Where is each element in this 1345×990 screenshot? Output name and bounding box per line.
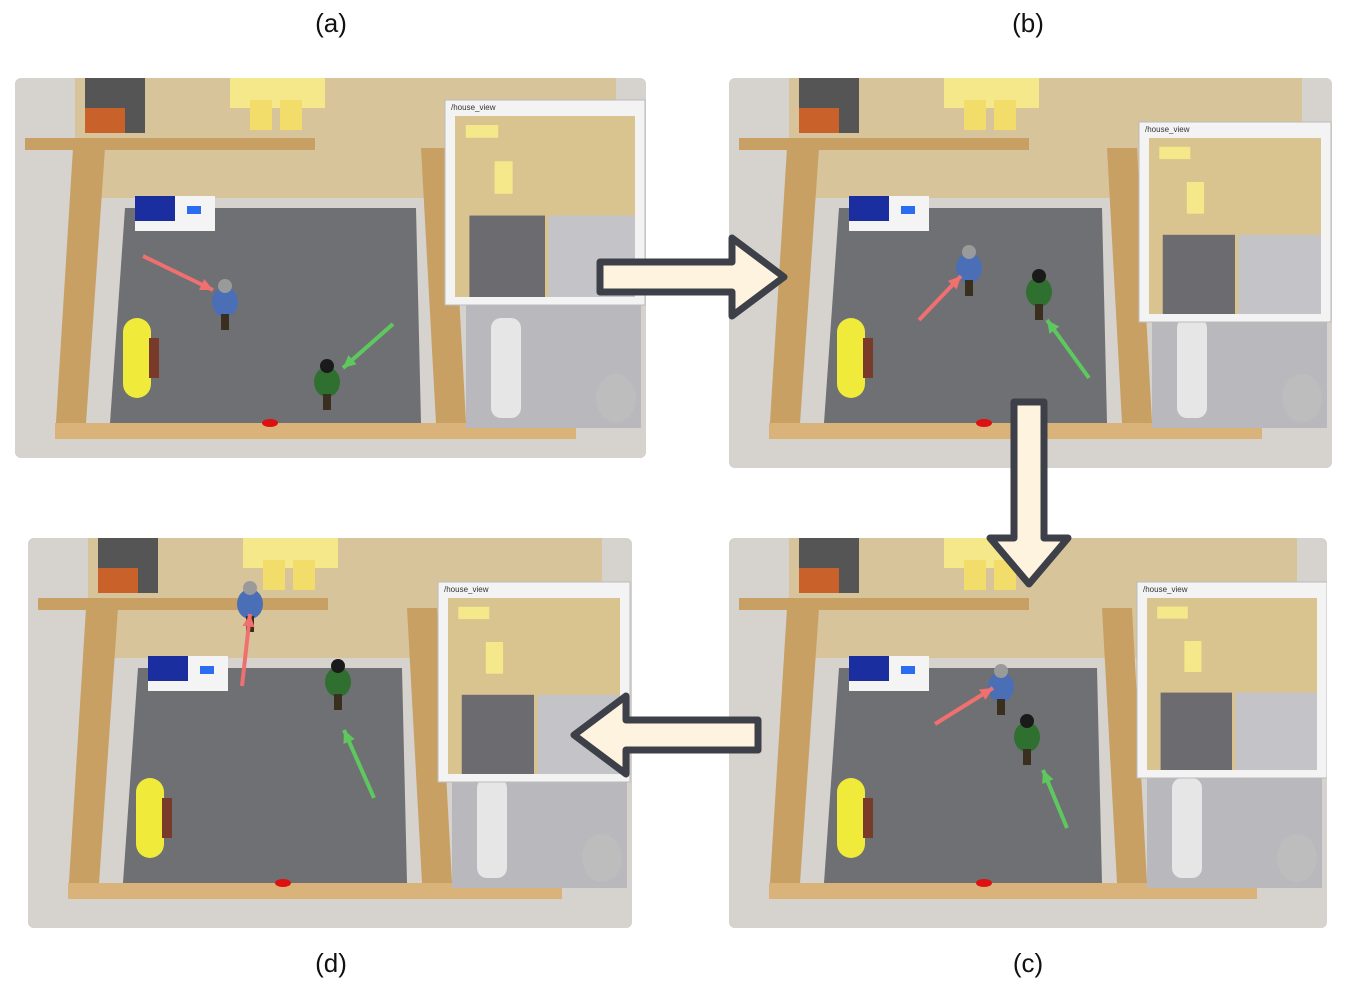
green-person-icon — [325, 659, 351, 710]
simulation-screenshot-a: /house_view — [15, 78, 646, 458]
arrow-right-icon — [596, 234, 788, 320]
green-pointer-arrow — [341, 322, 395, 370]
carpet — [824, 668, 1102, 883]
green-person-icon — [1014, 714, 1040, 765]
carpet — [110, 208, 421, 423]
scene-svg: /house_view — [729, 538, 1327, 928]
tv-icon — [849, 196, 889, 221]
table-icon — [944, 78, 1039, 108]
bathtub-icon — [1177, 318, 1207, 418]
bathtub-icon — [477, 778, 507, 878]
simulation-screenshot-d: /house_view — [28, 538, 632, 928]
red-pointer-arrow — [917, 274, 963, 322]
scene-svg: /house_view — [729, 78, 1332, 468]
tv-icon — [148, 656, 188, 681]
house-view-inset: /house_view — [1136, 581, 1327, 779]
panel-label-c: (c) — [1012, 948, 1044, 978]
blue-person-icon — [956, 245, 982, 296]
wall-left — [769, 148, 819, 438]
carpet — [824, 208, 1107, 423]
toilet-icon — [1282, 374, 1322, 422]
green-person-icon — [1026, 269, 1052, 320]
green-person-icon — [314, 359, 340, 410]
yellow-sofa-icon — [837, 318, 865, 398]
green-pointer-arrow — [1041, 769, 1069, 829]
toilet-icon — [582, 834, 622, 882]
simulation-screenshot-c: /house_view — [729, 538, 1327, 928]
bathtub-icon — [491, 318, 521, 418]
inset-title: /house_view — [451, 103, 496, 112]
arrow-down-icon — [986, 398, 1072, 588]
inset-title: /house_view — [444, 585, 489, 594]
wall-bottom — [55, 423, 576, 439]
green-pointer-arrow — [342, 729, 376, 799]
red-pointer-arrow — [142, 254, 214, 292]
wall-top — [739, 598, 1029, 610]
red-pointer-arrow — [933, 686, 995, 726]
wall-left — [55, 148, 105, 438]
bathtub-icon — [1172, 778, 1202, 878]
yellow-sofa-icon — [123, 318, 151, 398]
wall-top — [38, 598, 328, 610]
red-pointer-arrow — [240, 613, 255, 687]
yellow-sofa-icon — [136, 778, 164, 858]
scene-svg: /house_view — [15, 78, 646, 458]
carpet — [123, 668, 407, 883]
tv-icon — [849, 656, 889, 681]
scene-svg: /house_view — [28, 538, 632, 928]
tv-icon — [135, 196, 175, 221]
yellow-sofa-icon — [837, 778, 865, 858]
panel-label-b: (b) — [1012, 8, 1044, 38]
toilet-icon — [596, 374, 636, 422]
blue-person-icon — [988, 664, 1014, 715]
inset-title: /house_view — [1145, 125, 1190, 134]
toilet-icon — [1277, 834, 1317, 882]
house-view-inset: /house_view — [1138, 121, 1332, 323]
wall-top — [25, 138, 315, 150]
table-icon — [243, 538, 338, 568]
panel-label-a: (a) — [315, 8, 347, 38]
inset-title: /house_view — [1143, 585, 1188, 594]
panel-label-d: (d) — [315, 948, 347, 978]
green-pointer-arrow — [1045, 318, 1091, 380]
wall-left — [769, 608, 819, 898]
table-icon — [230, 78, 325, 108]
wall-bottom — [68, 883, 562, 899]
wall-right — [1102, 608, 1147, 883]
wall-bottom — [769, 883, 1257, 899]
wall-top — [739, 138, 1029, 150]
arrow-left-icon — [570, 692, 762, 778]
wall-left — [68, 608, 118, 898]
blue-person-icon — [212, 279, 238, 330]
